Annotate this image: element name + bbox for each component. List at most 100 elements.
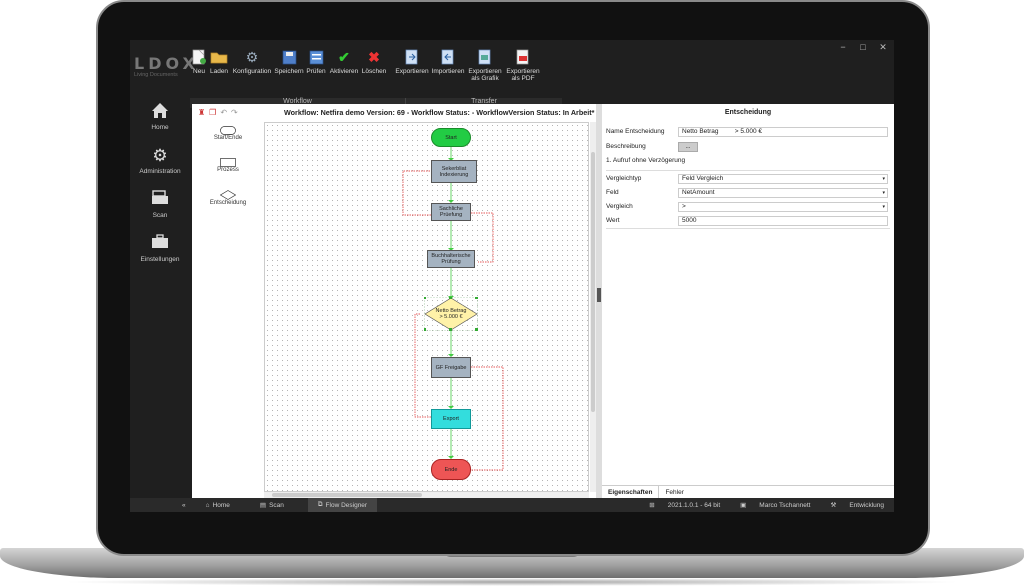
tab-errors[interactable]: Fehler bbox=[665, 489, 684, 496]
group-workflow: Workflow bbox=[190, 98, 406, 108]
node-decision-label[interactable]: Netto Betrag > 5.000 € bbox=[435, 308, 467, 320]
palette-label: Entscheidung bbox=[209, 200, 247, 206]
flow-canvas[interactable]: Start Sekerbliat Indexierung Sachliche P… bbox=[264, 122, 589, 492]
check-button[interactable]: Prüfen bbox=[304, 48, 328, 98]
divider bbox=[606, 170, 890, 171]
node-end[interactable]: Ende bbox=[431, 459, 471, 480]
compare-type-label: Vergleichtyp bbox=[606, 175, 642, 182]
description-label: Beschreibung bbox=[606, 143, 646, 150]
comparison-row: Vergleich >▾ bbox=[606, 201, 888, 212]
sidebar-item-administration[interactable]: ⚙ Administration bbox=[130, 146, 190, 186]
delete-button[interactable]: ✖ Löschen bbox=[360, 48, 388, 98]
home-icon bbox=[151, 102, 169, 124]
pdf-icon bbox=[514, 48, 532, 66]
gears-icon: ⚙ bbox=[152, 146, 168, 165]
palette-start-end[interactable]: Start/Ende bbox=[192, 126, 264, 152]
sidebar-item-home[interactable]: Home bbox=[130, 102, 190, 142]
export-button[interactable]: Exportieren bbox=[394, 48, 430, 98]
app-window: − □ ✕ LDOX Living Documents Neu Laden ⚙ … bbox=[130, 40, 894, 512]
palette-decision[interactable]: Entscheidung bbox=[192, 190, 264, 216]
description-button[interactable]: ... bbox=[678, 141, 698, 152]
sidebar-item-label: Home bbox=[151, 124, 169, 131]
name-value: Netto Betrag > 5.000 € bbox=[682, 128, 763, 135]
chevron-down-icon: ▾ bbox=[882, 175, 885, 182]
node-ceo-approval[interactable]: GF Freigabe bbox=[431, 357, 471, 378]
workflow-icon[interactable]: ♜ bbox=[198, 107, 206, 117]
sidebar-item-label: Administration bbox=[139, 168, 181, 175]
properties-title: Entscheidung bbox=[724, 109, 772, 116]
delete-label: Löschen bbox=[361, 68, 387, 75]
collapse-button[interactable]: « bbox=[182, 501, 186, 509]
save-button[interactable]: Speichern bbox=[274, 48, 304, 98]
version-text: 2021.1.0.1 - 64 bit bbox=[667, 501, 721, 509]
sidebar-item-scan[interactable]: Scan bbox=[130, 190, 190, 230]
value-input[interactable]: 5000 bbox=[678, 215, 888, 226]
chevron-down-icon: ▾ bbox=[882, 189, 885, 196]
compare-type-select[interactable]: Feld Vergleich ▾ bbox=[678, 173, 888, 184]
sidebar-item-label: Scan bbox=[152, 212, 168, 219]
mode-info: ⚒ Entwicklung bbox=[820, 498, 894, 512]
maximize-button[interactable]: □ bbox=[860, 42, 866, 52]
new-label: Neu bbox=[193, 68, 205, 75]
gear-icon: ⚙ bbox=[245, 48, 259, 65]
field-select[interactable]: NetAmount▾ bbox=[678, 187, 888, 198]
tab-flow-designer[interactable]: ⧉Flow Designer bbox=[307, 498, 378, 512]
import-icon bbox=[439, 48, 457, 66]
tab-properties[interactable]: Eigenschaften bbox=[602, 486, 660, 499]
node-export[interactable]: Export bbox=[431, 409, 471, 429]
canvas-vertical-scrollbar[interactable] bbox=[590, 122, 596, 492]
copy-icon[interactable]: ❐ bbox=[209, 107, 217, 117]
flow-icon: ⧉ bbox=[317, 501, 323, 508]
name-label: Name Entscheidung bbox=[606, 128, 665, 135]
description-row: Beschreibung ... bbox=[606, 141, 698, 152]
tab-home[interactable]: ⌂Home bbox=[196, 498, 240, 512]
export-pdf-button[interactable]: Exportieren als PDF bbox=[504, 48, 542, 98]
canvas-horizontal-scrollbar[interactable] bbox=[264, 492, 589, 498]
value-row: Wert 5000 bbox=[606, 215, 888, 226]
activate-button[interactable]: ✔ Aktivieren bbox=[328, 48, 360, 98]
configuration-button[interactable]: ⚙ Konfiguration bbox=[230, 48, 274, 98]
redo-icon[interactable]: ↷ bbox=[231, 107, 238, 117]
tab-scan[interactable]: ▤Scan bbox=[240, 498, 294, 512]
comparison-label: Vergleich bbox=[606, 203, 633, 210]
export-icon bbox=[403, 48, 421, 66]
scanner-icon bbox=[151, 190, 169, 212]
load-button[interactable]: Laden bbox=[208, 48, 230, 98]
minimize-button[interactable]: − bbox=[840, 42, 846, 52]
palette-label: Start/Ende bbox=[213, 135, 243, 141]
node-indexing[interactable]: Sekerbliat Indexierung bbox=[431, 160, 477, 183]
logo-name: LDOX bbox=[134, 54, 199, 73]
node-accounting-check[interactable]: Buchhalterische Prüfung bbox=[427, 250, 475, 268]
comparison-select[interactable]: >▾ bbox=[678, 201, 888, 212]
shape-palette: Start/Ende Prozess Entscheidung bbox=[192, 120, 264, 500]
decision-shape bbox=[424, 297, 478, 331]
user-icon: ▣ bbox=[740, 502, 747, 509]
user-name: Marco Tschannett bbox=[759, 501, 811, 509]
node-factual-check[interactable]: Sachliche Prüefung bbox=[431, 203, 471, 221]
panel-splitter[interactable] bbox=[596, 104, 602, 499]
version-info: ⊞ 2021.1.0.1 - 64 bit bbox=[639, 498, 730, 512]
new-button[interactable]: Neu bbox=[190, 48, 208, 98]
windows-icon: ⊞ bbox=[649, 502, 655, 509]
export-image-button[interactable]: Exportieren als Grafik bbox=[466, 48, 504, 98]
compare-type-value: Feld Vergleich bbox=[682, 175, 724, 182]
close-button[interactable]: ✕ bbox=[879, 42, 887, 52]
field-row: Feld NetAmount▾ bbox=[606, 187, 888, 198]
wrench-icon: ⚒ bbox=[830, 502, 837, 509]
divider bbox=[606, 228, 890, 229]
new-document-icon bbox=[190, 48, 208, 66]
name-row: Name Entscheidung Netto Betrag > 5.000 € bbox=[606, 126, 888, 137]
mode-text: Entwicklung bbox=[849, 501, 884, 509]
logo-tagline: Living Documents bbox=[134, 72, 178, 78]
sidebar-item-settings[interactable]: Einstellungen bbox=[130, 234, 190, 274]
laptop-shadow bbox=[60, 578, 964, 586]
check-document-icon bbox=[307, 48, 325, 66]
undo-icon[interactable]: ↶ bbox=[220, 107, 228, 117]
palette-process[interactable]: Prozess bbox=[192, 158, 264, 184]
name-input[interactable]: Netto Betrag > 5.000 € bbox=[678, 126, 888, 137]
export-image-icon bbox=[476, 48, 494, 66]
import-button[interactable]: Importieren bbox=[430, 48, 466, 98]
node-start[interactable]: Start bbox=[431, 128, 471, 147]
home-icon: ⌂ bbox=[205, 501, 210, 509]
